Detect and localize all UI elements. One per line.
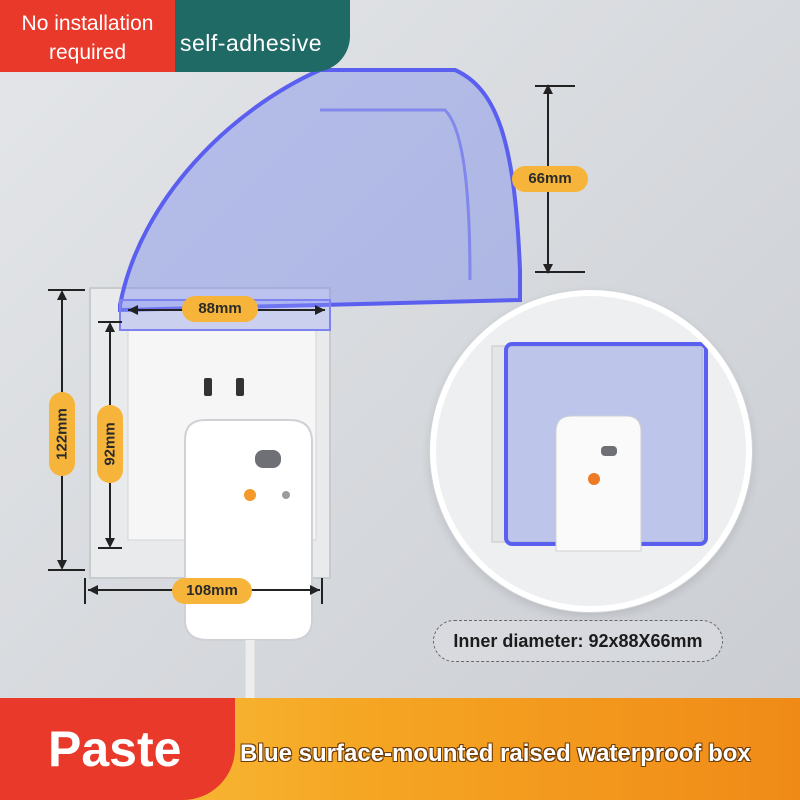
cover-inner-edge — [320, 108, 472, 281]
outlet-hole-right — [236, 378, 244, 396]
self-adhesive-badge: self-adhesive — [175, 0, 350, 72]
inset-orange-dot — [588, 473, 600, 485]
paste-label: Paste — [0, 698, 235, 800]
blue-cover — [118, 68, 522, 313]
inset-illustration — [491, 342, 708, 552]
inset-button — [601, 446, 617, 456]
product-description: Blue surface-mounted raised waterproof b… — [240, 740, 751, 767]
plug-orange-dot — [244, 489, 256, 501]
plug-button — [255, 450, 281, 468]
inner-diameter-caption: Inner diameter: 92x88X66mm — [433, 620, 723, 662]
dimension-108mm: 108mm — [172, 578, 252, 604]
inset-closeup — [430, 290, 752, 612]
dimension-92mm: 92mm — [97, 405, 123, 483]
inset-plug — [555, 415, 642, 552]
dimension-88mm: 88mm — [182, 296, 258, 322]
plug-gray-dot — [282, 491, 290, 499]
dimension-66mm: 66mm — [512, 166, 588, 192]
plug-adapter — [184, 419, 313, 641]
outlet-hole-left — [204, 378, 212, 396]
no-installation-badge: No installation required — [0, 0, 175, 72]
dimension-122mm: 122mm — [49, 392, 75, 476]
